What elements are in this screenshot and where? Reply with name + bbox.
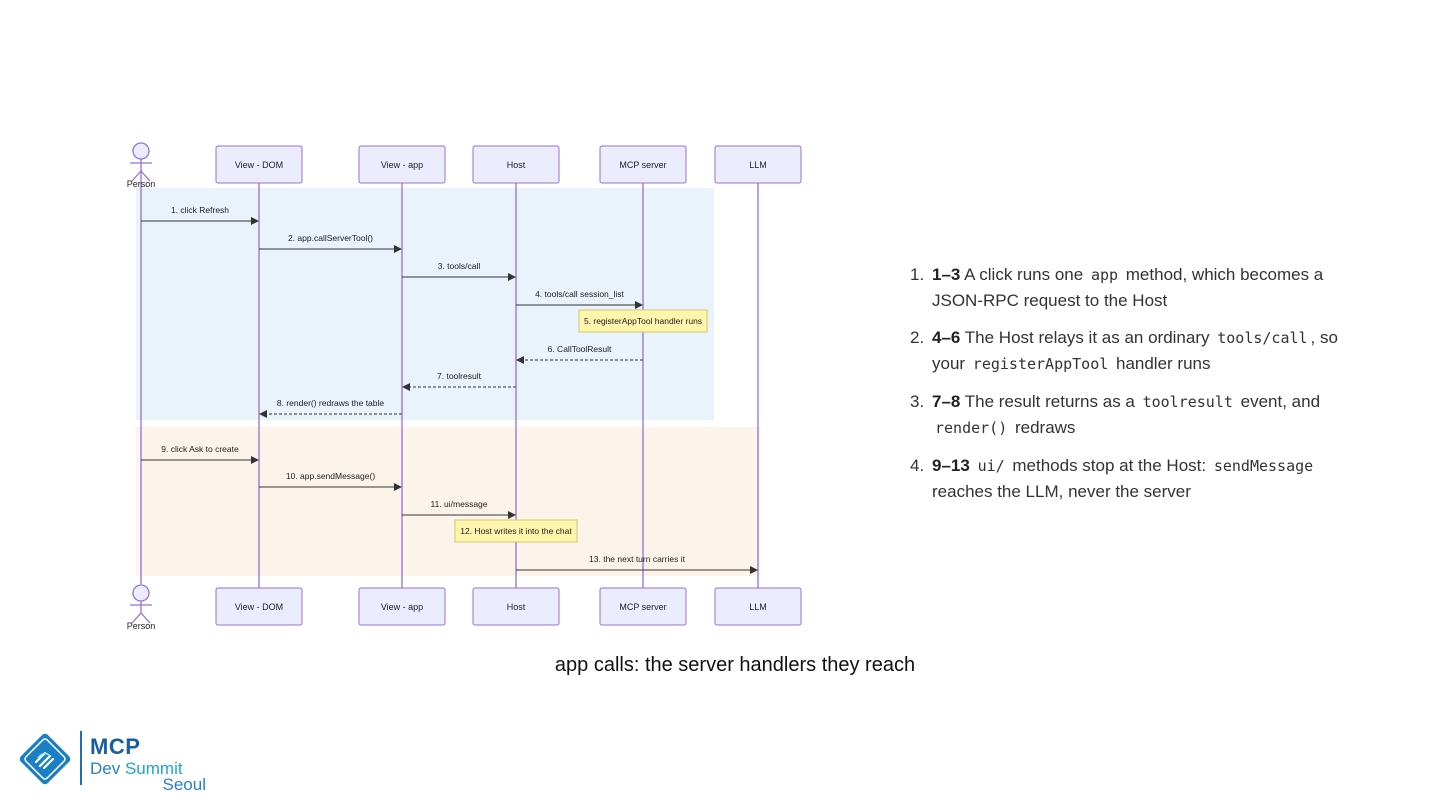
message-label: 3. tools/call bbox=[438, 261, 481, 271]
event-logo: MCP Dev Summit Seoul bbox=[14, 728, 224, 798]
participant-label: Host bbox=[507, 602, 526, 612]
code-term: toolresult bbox=[1142, 393, 1233, 411]
message-label: 6. CallToolResult bbox=[548, 344, 612, 354]
person-actor-icon: Person bbox=[127, 142, 156, 189]
note: 12. Host writes it into the chat bbox=[454, 519, 578, 543]
explanation-number: 4. bbox=[910, 456, 925, 475]
code-term: sendMessage bbox=[1213, 457, 1314, 475]
explanation-item: 4. 9–13 ui/ methods stop at the Host: sen… bbox=[910, 453, 1350, 504]
message-arrow: 9. click Ask to create bbox=[141, 444, 259, 464]
logo-wordmark: MCP Dev Summit Seoul bbox=[90, 734, 206, 794]
logo-dev: Dev bbox=[90, 759, 125, 778]
message-label: 8. render() redraws the table bbox=[277, 398, 385, 408]
mcp-diamond-icon bbox=[19, 733, 71, 785]
note: 5. registerAppTool handler runs bbox=[578, 309, 708, 333]
plain-text: The result returns as a bbox=[960, 392, 1140, 411]
message-arrow: 6. CallToolResult bbox=[516, 344, 643, 364]
plain-text: redraws bbox=[1010, 418, 1076, 437]
participant-box: MCP server bbox=[599, 587, 687, 626]
slide-caption: app calls: the server handlers they reac… bbox=[554, 654, 916, 676]
message-label: 7. toolresult bbox=[437, 371, 482, 381]
message-arrow: 1. click Refresh bbox=[141, 205, 259, 225]
explanation-text: 1–3 A click runs one app method, which b… bbox=[932, 262, 1350, 313]
message-arrow: 13. the next turn carries it bbox=[516, 554, 758, 574]
participant-label: Host bbox=[507, 160, 526, 170]
step-range: 7–8 bbox=[932, 392, 961, 411]
logo-summit: Summit bbox=[124, 759, 183, 778]
explanation-item: 2. 4–6 The Host relays it as an ordinary … bbox=[910, 325, 1350, 377]
message-arrow: 3. tools/call bbox=[402, 261, 516, 281]
participant-box: Host bbox=[472, 587, 560, 626]
note-label: 5. registerAppTool handler runs bbox=[584, 316, 702, 326]
step-range: 4–6 bbox=[932, 328, 961, 347]
code-term: registerAppTool bbox=[972, 355, 1109, 373]
plain-text: The Host relays it as an ordinary bbox=[960, 328, 1215, 347]
explanation-item: 1. 1–3 A click runs one app method, which… bbox=[910, 262, 1350, 313]
code-term: render() bbox=[935, 419, 1008, 437]
participant-label: View - DOM bbox=[235, 602, 283, 612]
message-label: 9. click Ask to create bbox=[161, 444, 239, 454]
participant-box: LLM bbox=[714, 145, 802, 184]
plain-text: handler runs bbox=[1111, 354, 1211, 373]
message-arrow: 8. render() redraws the table bbox=[259, 398, 402, 418]
explanation-number: 3. bbox=[910, 392, 925, 411]
explanation-text: 9–13 ui/ methods stop at the Host: sendM… bbox=[932, 453, 1350, 504]
participant-label: Person bbox=[127, 179, 156, 189]
message-arrow: 2. app.callServerTool() bbox=[259, 233, 402, 253]
step-range: 9–13 bbox=[932, 456, 970, 475]
participant-box: View - DOM bbox=[215, 145, 303, 184]
explanation-text: 4–6 The Host relays it as an ordinary to… bbox=[932, 325, 1350, 377]
participant-label: MCP server bbox=[619, 602, 666, 612]
logo-divider bbox=[80, 731, 82, 785]
plain-text: A click runs one bbox=[960, 265, 1088, 284]
explanation-item: 3. 7–8 The result returns as a toolresult… bbox=[910, 389, 1350, 441]
participant-box: View - app bbox=[358, 587, 446, 626]
plain-text: , so your bbox=[932, 328, 1338, 373]
message-arrow: 7. toolresult bbox=[402, 371, 516, 391]
message-label: 11. ui/message bbox=[430, 499, 487, 509]
message-label: 1. click Refresh bbox=[171, 205, 229, 215]
participant-label: View - DOM bbox=[235, 160, 283, 170]
message-label: 13. the next turn carries it bbox=[589, 554, 686, 564]
logo-line-seoul: Seoul bbox=[162, 775, 206, 794]
plain-text bbox=[970, 456, 975, 475]
code-term: app bbox=[1090, 266, 1119, 284]
participant-box: MCP server bbox=[599, 145, 687, 184]
plain-text: reaches the LLM, never the server bbox=[932, 482, 1191, 501]
participant-label: View - app bbox=[381, 602, 423, 612]
participant-label: View - app bbox=[381, 160, 423, 170]
participant-label: LLM bbox=[749, 160, 767, 170]
plain-text: event, and bbox=[1235, 392, 1321, 411]
step-range: 1–3 bbox=[932, 265, 961, 284]
person-actor-icon: Person bbox=[127, 584, 156, 631]
plain-text: method, which becomes a JSON-RPC request… bbox=[932, 265, 1324, 310]
participant-label: MCP server bbox=[619, 160, 666, 170]
code-term: ui/ bbox=[977, 457, 1005, 475]
group-refresh-background bbox=[136, 188, 714, 420]
explanation-number: 2. bbox=[910, 328, 925, 347]
message-label: 10. app.sendMessage() bbox=[286, 471, 375, 481]
explanation-list: 1. 1–3 A click runs one app method, which… bbox=[910, 262, 1350, 516]
group-ask-background bbox=[136, 427, 760, 576]
message-arrow: 11. ui/message bbox=[402, 499, 516, 519]
logo-line-mcp: MCP bbox=[90, 734, 141, 759]
participant-label: Person bbox=[127, 621, 156, 631]
message-label: 2. app.callServerTool() bbox=[288, 233, 373, 243]
logo-line-dev-summit: Dev Summit bbox=[90, 760, 206, 777]
explanation-number: 1. bbox=[910, 265, 925, 284]
participant-box: Host bbox=[472, 145, 560, 184]
message-arrow: 4. tools/call session_list bbox=[516, 289, 643, 309]
code-term: tools/call bbox=[1217, 329, 1308, 347]
message-arrow: 10. app.sendMessage() bbox=[259, 471, 402, 491]
participant-box: View - DOM bbox=[215, 587, 303, 626]
plain-text: methods stop at the Host: bbox=[1007, 456, 1211, 475]
note-label: 12. Host writes it into the chat bbox=[460, 526, 572, 536]
explanation-text: 7–8 The result returns as a toolresult e… bbox=[932, 389, 1350, 441]
participant-box: LLM bbox=[714, 587, 802, 626]
participant-label: LLM bbox=[749, 602, 767, 612]
participant-box: View - app bbox=[358, 145, 446, 184]
message-label: 4. tools/call session_list bbox=[535, 289, 624, 299]
